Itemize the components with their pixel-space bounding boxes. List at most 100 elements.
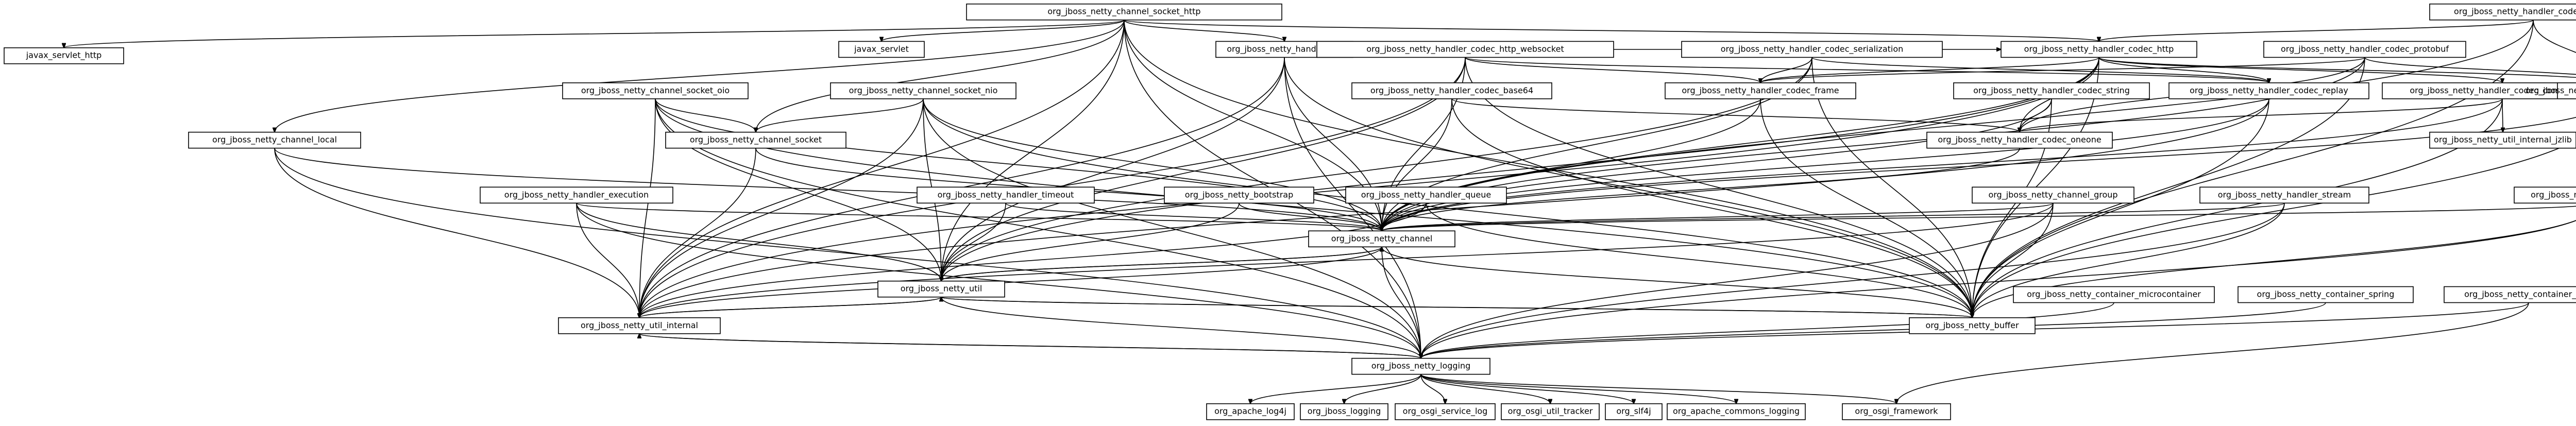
package-node-codec-embedder: org_jboss_netty_handler_codec_embedder bbox=[2526, 82, 2576, 99]
dependency-edge bbox=[756, 20, 1125, 132]
package-node-socket-http: org_jboss_netty_channel_socket_http bbox=[966, 3, 1282, 21]
package-node-label: org_osgi_util_tracker bbox=[1508, 406, 1593, 417]
dependency-edge bbox=[1344, 374, 1421, 404]
package-node-box bbox=[4, 47, 124, 64]
dependency-edge bbox=[655, 98, 1382, 231]
package-node-logging: org_jboss_netty_logging bbox=[1351, 357, 1490, 375]
dependency-edge bbox=[1382, 98, 2052, 231]
package-node-channel-socket: org_jboss_netty_channel_socket bbox=[665, 131, 846, 149]
package-node-label: org_jboss_netty_channel bbox=[1331, 233, 1433, 244]
dependency-edge bbox=[923, 98, 1382, 231]
package-node-box bbox=[2444, 286, 2576, 303]
dependency-edge bbox=[1760, 57, 2099, 82]
package-node-label: org_jboss_netty_logging bbox=[1371, 361, 1471, 371]
package-node-label: org_jboss_netty_handler_timeout bbox=[938, 190, 1074, 200]
dependency-edge bbox=[639, 20, 1125, 318]
dependency-edge bbox=[1420, 373, 1896, 404]
package-node-label: org_jboss_netty_handler_queue bbox=[1361, 190, 1492, 200]
package-node-box bbox=[2263, 41, 2466, 58]
dependency-edge bbox=[1421, 220, 2576, 358]
dependency-edge bbox=[941, 203, 1240, 281]
dependency-edge bbox=[639, 98, 924, 318]
dependency-edge bbox=[1451, 98, 2020, 132]
package-node-box bbox=[1164, 186, 1314, 204]
package-node-box bbox=[562, 82, 749, 99]
dependency-edge bbox=[1382, 202, 2054, 231]
dependency-edge bbox=[274, 148, 1421, 359]
package-node-codec-compression: org_jboss_netty_handler_codec_compressio… bbox=[2382, 82, 2576, 99]
dependency-edge bbox=[2020, 98, 2503, 132]
package-node-label: javax_servlet bbox=[854, 44, 909, 54]
dependency-edge bbox=[2098, 57, 2502, 82]
package-node-handler-stream: org_jboss_netty_handler_stream bbox=[2199, 186, 2369, 204]
package-node-box bbox=[188, 131, 361, 149]
package-node-osgi-util-tracker: org_osgi_util_tracker bbox=[1501, 403, 1600, 420]
package-node-util: org_jboss_netty_util bbox=[877, 280, 1005, 298]
package-node-box bbox=[1300, 403, 1388, 420]
dependency-edge bbox=[1465, 57, 1972, 317]
dependency-edge bbox=[941, 247, 1382, 282]
package-node-codec-serialization: org_jboss_netty_handler_codec_serializat… bbox=[1681, 41, 1943, 58]
package-node-label: org_jboss_netty_util_internal bbox=[581, 320, 698, 331]
package-node-box bbox=[1501, 403, 1600, 420]
dependency-edge bbox=[639, 98, 656, 318]
package-node-box bbox=[2001, 41, 2197, 58]
package-node-codec-protobuf: org_jboss_netty_handler_codec_protobuf bbox=[2263, 41, 2466, 58]
package-node-util-internal: org_jboss_netty_util_internal bbox=[558, 317, 721, 334]
package-node-codec-replay: org_jboss_netty_handler_codec_replay bbox=[2168, 82, 2369, 99]
dependency-edge bbox=[2364, 57, 2576, 75]
package-node-box bbox=[1909, 317, 2036, 334]
package-node-codec-http: org_jboss_netty_handler_codec_http bbox=[2001, 41, 2197, 58]
package-node-label: org_jboss_netty_handler_codec_frame bbox=[1682, 86, 1839, 96]
package-node-label: org_jboss_netty_handler_codec_base64 bbox=[1370, 86, 1533, 96]
package-node-label: org_jboss_netty_handler_codec_protobuf bbox=[2281, 44, 2449, 54]
dependency-edges bbox=[64, 19, 2576, 404]
dependency-edge bbox=[2098, 57, 2269, 82]
package-node-box bbox=[665, 131, 846, 149]
package-node-handler-logging: org_jboss_netty_handler_logging bbox=[2514, 186, 2576, 204]
dependency-edge bbox=[639, 98, 2269, 318]
dependency-edge bbox=[882, 19, 1125, 42]
dependency-edge bbox=[941, 20, 1125, 281]
package-node-label: org_jboss_netty_handler_codec_oneone bbox=[1938, 135, 2101, 145]
package-node-box bbox=[1842, 403, 1951, 420]
package-node-label: org_jboss_netty_handler_codec_compressio… bbox=[2410, 86, 2576, 96]
dependency-edge bbox=[2502, 98, 2503, 132]
package-node-label: org_apache_commons_logging bbox=[1673, 406, 1800, 417]
dependency-edge bbox=[1284, 57, 1421, 358]
dependency-edge bbox=[1420, 374, 1550, 404]
package-node-box bbox=[1395, 403, 1496, 420]
package-node-container-spring: org_jboss_netty_container_spring bbox=[2238, 286, 2414, 303]
dependency-edge bbox=[1760, 57, 2365, 82]
dependency-edge bbox=[64, 20, 1125, 48]
package-node-apache-log4j: org_apache_log4j bbox=[1206, 403, 1295, 420]
dependency-edge bbox=[1381, 247, 1972, 317]
package-node-box bbox=[2199, 186, 2369, 204]
package-node-box bbox=[2557, 82, 2576, 99]
package-node-label: org_jboss_netty_channel_socket_http bbox=[1047, 7, 1200, 17]
dependency-edge bbox=[639, 148, 756, 318]
dependency-edge bbox=[1382, 98, 1761, 231]
dependency-edge bbox=[923, 98, 1421, 359]
package-node-label: org_osgi_service_log bbox=[1403, 406, 1488, 417]
dependency-edge bbox=[274, 148, 1382, 231]
package-node-handler-timeout: org_jboss_netty_handler_timeout bbox=[917, 186, 1095, 204]
dependency-edge bbox=[1421, 302, 2326, 358]
package-node-box bbox=[1605, 403, 1663, 420]
package-node-box bbox=[2429, 131, 2576, 149]
package-node-box bbox=[1667, 403, 1806, 420]
package-node-label: org_jboss_netty_buffer bbox=[1925, 320, 2019, 331]
dependency-edge bbox=[639, 297, 941, 318]
dependency-edge bbox=[1811, 57, 2269, 82]
dependency-edge bbox=[1420, 374, 1634, 404]
dependency-edge bbox=[1382, 202, 2285, 231]
package-node-label: org_jboss_netty_handler_codec_stomp bbox=[2454, 7, 2576, 17]
package-node-socket-oio: org_jboss_netty_channel_socket_oio bbox=[562, 82, 749, 99]
dependency-edge bbox=[655, 98, 1421, 359]
package-node-box bbox=[1345, 186, 1507, 204]
package-node-channel-group: org_jboss_netty_channel_group bbox=[1972, 186, 2134, 204]
package-node-socket-nio: org_jboss_netty_channel_socket_nio bbox=[830, 82, 1016, 99]
package-node-label: org_jboss_netty_handler_stream bbox=[2218, 190, 2351, 200]
package-node-box bbox=[1681, 41, 1943, 58]
package-node-label: org_jboss_netty_util_internal_jzlib bbox=[2434, 135, 2572, 145]
